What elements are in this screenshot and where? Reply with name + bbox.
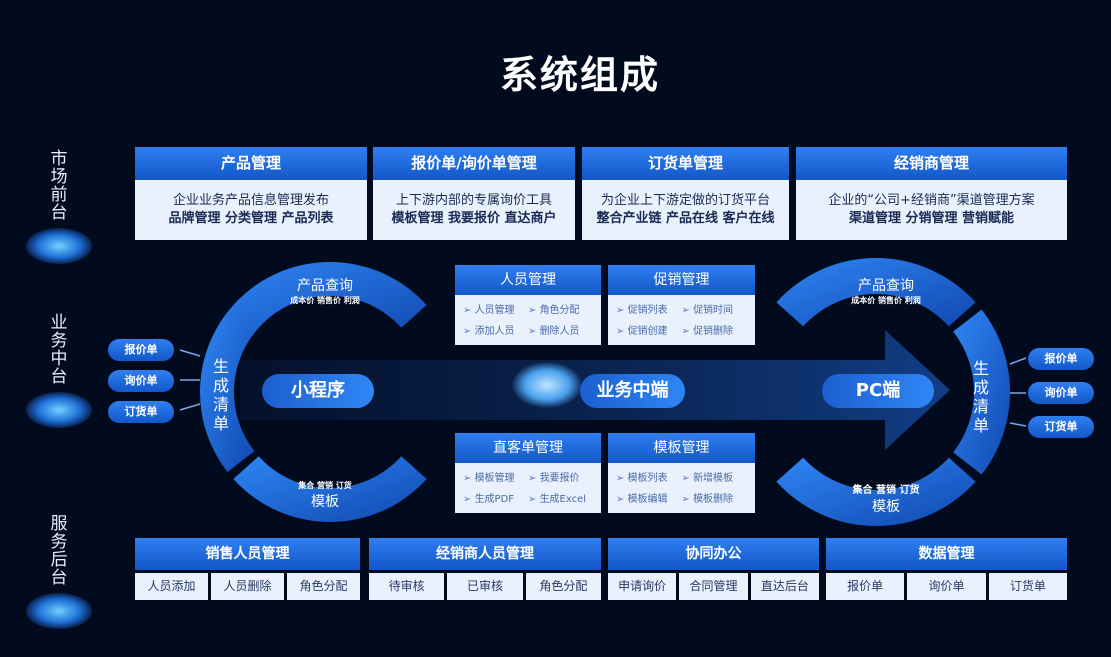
output-right-inquiry: 询价单 [1028, 382, 1094, 404]
side-middle: 业务中台 [14, 314, 104, 428]
pc-node: PC端 [822, 374, 934, 408]
left-ring-bottom-segment [233, 456, 427, 522]
mid-box-template: 模板管理模板列表新增模板模板编辑模板删除 [608, 433, 755, 513]
top-box-dealer: 经销商管理企业的“公司+经销商”渠道管理方案渠道管理 分销管理 营销赋能 [796, 147, 1067, 240]
left-ring-side: 生成清单 [212, 357, 229, 433]
right-ring-top: 产品查询成本价 销售价 利润 [851, 278, 921, 305]
top-box-order: 订货单管理为企业上下游定做的订货平台整合产业链 产品在线 客户在线 [582, 147, 789, 240]
page-title: 系统组成 [499, 53, 660, 97]
left-ring-top-segment [219, 262, 427, 342]
output-right-order: 订货单 [1028, 416, 1094, 438]
miniprogram-node: 小程序 [262, 374, 374, 408]
right-ring-side-segment [953, 309, 1010, 475]
platform-icon [26, 228, 92, 264]
output-left-inquiry: 询价单 [108, 370, 174, 392]
left-ring-top: 产品查询成本价 销售价 利润 [290, 278, 360, 305]
right-ring-bottom-segment [776, 457, 976, 526]
top-box-quote: 报价单/询价单管理上下游内部的专属询价工具模板管理 我要报价 直达商户 [373, 147, 575, 240]
right-ring-bottom: 集合 营销 订货模板 [852, 485, 920, 515]
mid-box-staff: 人员管理人员管理角色分配添加人员删除人员 [455, 265, 601, 345]
mid-box-direct: 直客单管理模板管理我要报价生成PDF生成Excel [455, 433, 601, 513]
platform-icon [512, 362, 582, 408]
right-ring-side: 生成清单 [972, 359, 989, 435]
side-backend: 服务后台 [14, 515, 104, 629]
mid-box-promo: 促销管理促销列表促销时间促销创建促销删除 [608, 265, 755, 345]
business-core-node: 业务中端 [580, 374, 685, 408]
side-frontend: 市场前台 [14, 150, 104, 264]
platform-icon [26, 392, 92, 428]
bottom-box-office: 协同办公申请询价合同管理直达后台 [608, 538, 819, 600]
platform-icon [26, 593, 92, 629]
bottom-box-dealer-staff: 经销商人员管理待审核已审核角色分配 [369, 538, 601, 600]
left-ring-side-segment [200, 311, 255, 473]
output-left-quote: 报价单 [108, 339, 174, 361]
left-ring-bottom: 集合 营销 订货模板 [298, 481, 352, 510]
output-right-quote: 报价单 [1028, 348, 1094, 370]
right-ring-top-segment [776, 258, 976, 327]
output-left-order: 订货单 [108, 401, 174, 423]
bottom-box-data: 数据管理报价单询价单订货单 [826, 538, 1067, 600]
bottom-box-sales: 销售人员管理人员添加人员删除角色分配 [135, 538, 360, 600]
top-box-product: 产品管理企业业务产品信息管理发布品牌管理 分类管理 产品列表 [135, 147, 367, 240]
